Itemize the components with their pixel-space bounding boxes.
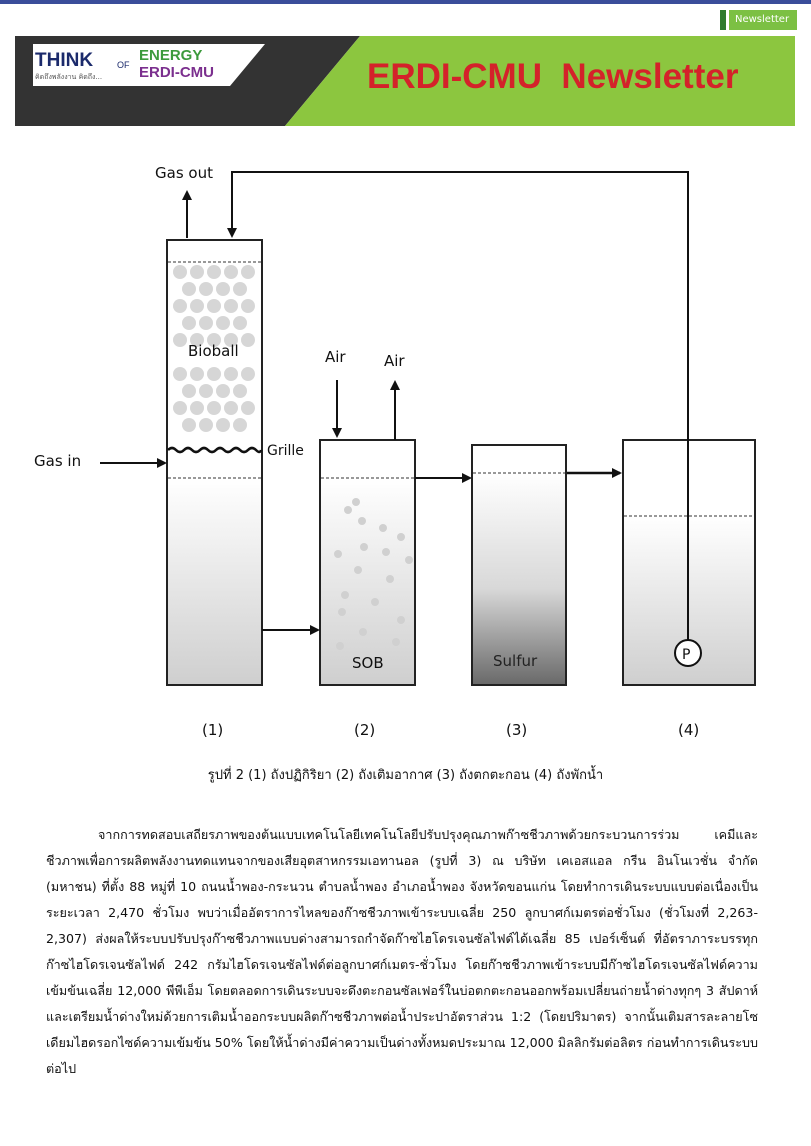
bioball [173, 401, 187, 415]
bioball [233, 316, 247, 330]
pump-icon [674, 639, 702, 667]
banner-green-block [285, 36, 795, 126]
bioball [216, 384, 230, 398]
bioball [182, 282, 196, 296]
bioball [190, 367, 204, 381]
bioball [190, 333, 204, 347]
process-diagram: Bioball Grille Gas out Gas in SOB Air Ai… [34, 164, 756, 739]
bioball [241, 265, 255, 279]
sob-bubble [405, 556, 413, 564]
bioball [199, 384, 213, 398]
logo-think: THINK [35, 50, 93, 71]
grille-label: Grille [267, 443, 304, 459]
bioball [182, 384, 196, 398]
sob-bubble [360, 543, 368, 551]
bioball [241, 367, 255, 381]
logo-tagline: คิดถึงพลังงาน คิดถึง... [35, 72, 102, 81]
bioball [224, 401, 238, 415]
gas-out-label: Gas out [155, 164, 213, 182]
bioball [199, 282, 213, 296]
bioball-label: Bioball [188, 342, 239, 360]
header-banner: THINK OF ENERGY ERDI-CMU คิดถึงพลังงาน ค… [15, 36, 795, 126]
bioball [224, 265, 238, 279]
sob-bubble [352, 498, 360, 506]
sob-bubble [334, 550, 342, 558]
logo-of: OF [117, 60, 130, 70]
sob-bubbles [334, 498, 413, 650]
top-accent-line [0, 0, 811, 4]
reaction-tank-liquid [168, 478, 261, 684]
bioball [173, 299, 187, 313]
aeration-tank-liquid [321, 478, 414, 684]
bioball [241, 401, 255, 415]
bioball [233, 282, 247, 296]
bioball [224, 299, 238, 313]
sob-bubble [397, 616, 405, 624]
tag-label: Newsletter + [729, 10, 797, 45]
tank-number-1: (1) [202, 721, 223, 739]
logo-energy: ENERGY [139, 47, 202, 64]
newsletter-title: ERDI-CMU Newsletter [367, 57, 739, 96]
sedimentation-tank-liquid [473, 473, 565, 684]
tank-number-3: (3) [506, 721, 527, 739]
sob-bubble [354, 566, 362, 574]
bioball [190, 401, 204, 415]
figure-caption: รูปที่ 2 (1) ถังปฏิกิริยา (2) ถังเติมอาก… [207, 768, 604, 783]
bioball [190, 299, 204, 313]
sob-bubble [336, 642, 344, 650]
logo-erdi: ERDI-CMU [139, 64, 214, 81]
sob-bubble [371, 598, 379, 606]
bioball [224, 367, 238, 381]
air-out-label: Air [384, 352, 405, 370]
bioball [241, 333, 255, 347]
tank-number-4: (4) [678, 721, 699, 739]
air-in-label: Air [325, 348, 346, 366]
bioball [173, 265, 187, 279]
tank-number-2: (2) [354, 721, 375, 739]
bioball [173, 333, 187, 347]
sob-bubble [338, 608, 346, 616]
bioball [241, 299, 255, 313]
sob-bubble [344, 506, 352, 514]
bioball [207, 401, 221, 415]
bioball [199, 418, 213, 432]
bioball [190, 265, 204, 279]
body-text: จากการทดสอบเสถียรภาพของต้นแบบเทคโนโลยีเท… [46, 822, 758, 1082]
tag-bar [720, 10, 726, 30]
tag-text: Newsletter [735, 14, 790, 25]
gas-in-label: Gas in [34, 452, 81, 470]
bioball [199, 316, 213, 330]
bioball [182, 316, 196, 330]
bioball [233, 384, 247, 398]
bioball [207, 333, 221, 347]
sob-bubble [382, 548, 390, 556]
bioball [224, 333, 238, 347]
sob-bubble [397, 533, 405, 541]
grille-line [167, 446, 263, 454]
bioball [173, 367, 187, 381]
sob-label: SOB [352, 654, 384, 672]
body-paragraph: จากการทดสอบเสถียรภาพของต้นแบบเทคโนโลยีเท… [46, 827, 758, 1076]
bioball [233, 418, 247, 432]
sob-bubble [392, 638, 400, 646]
bioball [216, 316, 230, 330]
sob-bubble [359, 628, 367, 636]
logo-panel [33, 44, 265, 86]
bioball [207, 367, 221, 381]
bioball [216, 282, 230, 296]
bioball-media [173, 265, 255, 432]
sulfur-label: Sulfur [493, 652, 538, 670]
sob-bubble [341, 591, 349, 599]
sob-bubble [379, 524, 387, 532]
sob-bubble [386, 575, 394, 583]
recirculation-pipe [227, 171, 689, 640]
bioball [207, 265, 221, 279]
pump-label: P [682, 647, 690, 663]
newsletter-tag[interactable]: Newsletter + [720, 10, 797, 45]
bioball [182, 418, 196, 432]
bioball [216, 418, 230, 432]
sob-bubble [358, 517, 366, 525]
bioball [207, 299, 221, 313]
